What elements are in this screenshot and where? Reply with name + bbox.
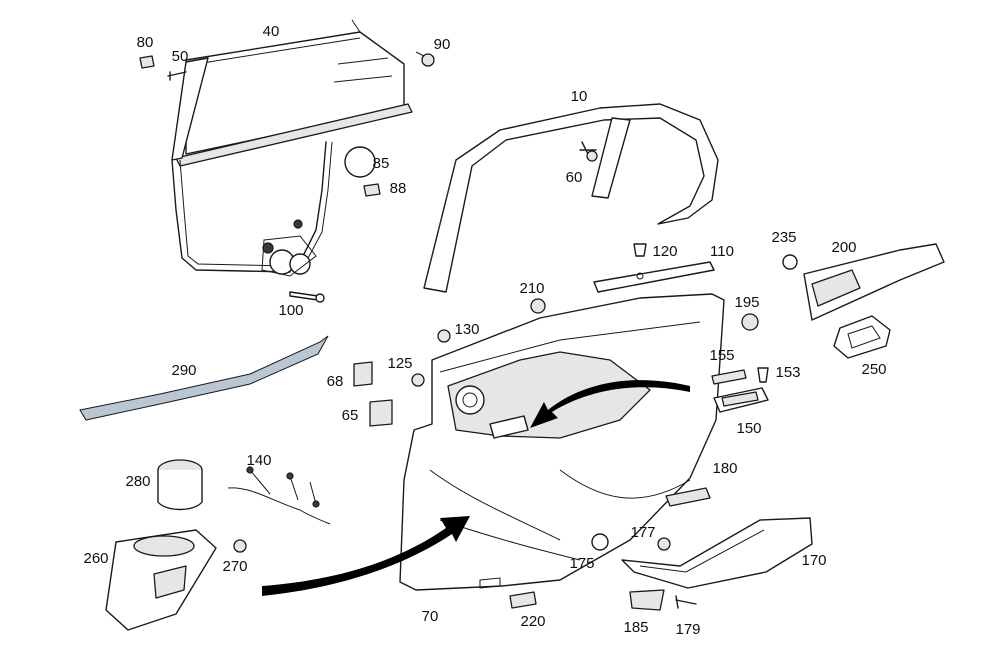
label-270: 270 bbox=[222, 558, 247, 575]
part-screw-60[interactable] bbox=[579, 141, 598, 162]
part-armrest-upper[interactable] bbox=[803, 243, 945, 321]
label-200: 200 bbox=[831, 239, 856, 256]
label-250: 250 bbox=[861, 361, 886, 378]
label-125: 125 bbox=[387, 355, 412, 372]
label-175: 175 bbox=[569, 555, 594, 572]
part-clip-210[interactable] bbox=[530, 298, 546, 314]
part-plug-175[interactable] bbox=[591, 533, 609, 551]
part-screw-270[interactable] bbox=[233, 539, 247, 553]
part-cap-235[interactable] bbox=[782, 254, 798, 270]
arrow-to-panel-lower bbox=[262, 516, 470, 596]
part-bolt-100[interactable] bbox=[289, 291, 325, 303]
part-door-panel[interactable] bbox=[399, 293, 725, 591]
label-68: 68 bbox=[327, 373, 344, 390]
part-nut-130[interactable] bbox=[437, 329, 451, 343]
part-pocket-260[interactable] bbox=[105, 529, 217, 631]
part-trim-strip-290[interactable] bbox=[79, 335, 329, 421]
label-280: 280 bbox=[125, 473, 150, 490]
part-window-regulator[interactable] bbox=[171, 141, 333, 277]
part-cover-155[interactable] bbox=[711, 369, 747, 385]
label-260: 260 bbox=[83, 550, 108, 567]
label-155: 155 bbox=[709, 347, 734, 364]
label-170: 170 bbox=[801, 552, 826, 569]
part-lamp-220[interactable] bbox=[509, 591, 537, 609]
part-beltline-strip[interactable] bbox=[593, 261, 715, 293]
label-120: 120 bbox=[652, 243, 677, 260]
part-bracket-185[interactable] bbox=[629, 589, 665, 611]
part-screw-90[interactable] bbox=[415, 51, 435, 67]
part-harness-140[interactable] bbox=[227, 466, 331, 525]
part-screw-179[interactable] bbox=[675, 595, 697, 609]
part-switch-180[interactable] bbox=[665, 487, 711, 507]
label-177: 177 bbox=[630, 524, 655, 541]
label-153: 153 bbox=[775, 364, 800, 381]
part-clip-50[interactable] bbox=[167, 71, 187, 81]
label-10: 10 bbox=[571, 88, 588, 105]
label-235: 235 bbox=[771, 229, 796, 246]
part-pad-68[interactable] bbox=[353, 361, 373, 387]
label-195: 195 bbox=[734, 294, 759, 311]
label-60: 60 bbox=[566, 169, 583, 186]
label-40: 40 bbox=[263, 23, 280, 40]
part-bezel-250[interactable] bbox=[833, 315, 891, 359]
part-pad-65[interactable] bbox=[369, 399, 393, 427]
part-armrest-170[interactable] bbox=[621, 517, 813, 589]
part-door-frame[interactable] bbox=[423, 103, 719, 293]
label-85: 85 bbox=[373, 155, 390, 172]
label-110: 110 bbox=[710, 243, 734, 260]
part-clip-153[interactable] bbox=[757, 367, 769, 383]
label-179: 179 bbox=[675, 621, 700, 638]
label-140: 140 bbox=[246, 452, 271, 469]
label-290: 290 bbox=[171, 362, 196, 379]
arrow-to-panel-handle bbox=[530, 380, 690, 428]
label-90: 90 bbox=[434, 36, 451, 53]
label-130: 130 bbox=[454, 321, 479, 338]
part-handle-150[interactable] bbox=[713, 387, 769, 413]
part-clip-125[interactable] bbox=[411, 373, 425, 387]
part-connector-88[interactable] bbox=[363, 183, 381, 197]
part-cap-85[interactable] bbox=[344, 146, 376, 178]
label-65: 65 bbox=[342, 407, 359, 424]
label-100: 100 bbox=[278, 302, 303, 319]
part-screw-177[interactable] bbox=[657, 537, 671, 551]
part-speaker-280[interactable] bbox=[157, 459, 203, 511]
label-185: 185 bbox=[623, 619, 648, 636]
label-88: 88 bbox=[390, 180, 407, 197]
part-clip-120[interactable] bbox=[633, 243, 647, 257]
label-70: 70 bbox=[422, 608, 439, 625]
label-220: 220 bbox=[520, 613, 545, 630]
part-window-glass[interactable] bbox=[171, 19, 413, 167]
label-210: 210 bbox=[519, 280, 544, 297]
part-clip-80[interactable] bbox=[139, 55, 155, 69]
label-50: 50 bbox=[172, 48, 189, 65]
label-80: 80 bbox=[137, 34, 154, 51]
label-150: 150 bbox=[736, 420, 761, 437]
label-180: 180 bbox=[712, 460, 737, 477]
part-clip-195[interactable] bbox=[741, 313, 759, 331]
